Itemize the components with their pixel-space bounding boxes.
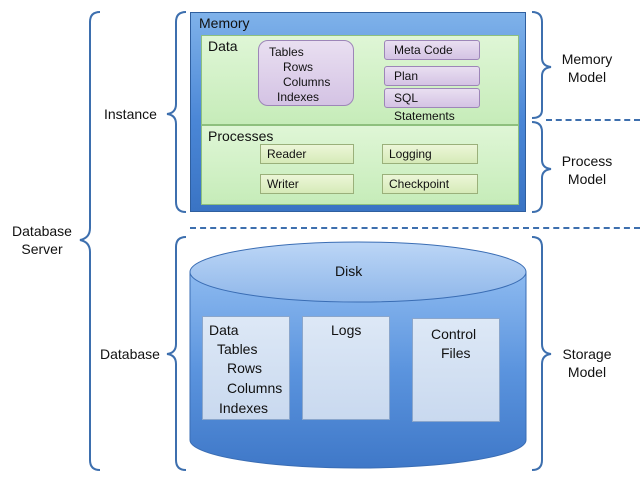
logging-process: Logging xyxy=(382,144,478,164)
processes-panel: Processes Reader Logging Writer Checkpoi… xyxy=(201,125,519,205)
storage-model-line1: Storage xyxy=(562,346,612,362)
disk-data-title: Data xyxy=(209,322,239,338)
disk-data-rows: Rows xyxy=(227,360,263,376)
reader-process: Reader xyxy=(260,144,354,164)
storage-model-line2: Model xyxy=(567,364,607,380)
database-server-label: Database Server xyxy=(4,222,80,258)
memory-model-label: Memory Model xyxy=(552,50,622,86)
memory-block: Memory Data Tables Rows Columns Indexes … xyxy=(190,12,526,212)
memory-data-title: Data xyxy=(208,38,238,54)
database-server-line1: Database xyxy=(12,223,72,239)
structure-columns: Columns xyxy=(283,75,331,89)
disk-data-tables: Tables xyxy=(217,341,258,357)
memory-model-brace xyxy=(531,11,552,119)
disk-control-files-box: Control Files xyxy=(412,318,500,422)
plan-item: Plan xyxy=(384,66,480,86)
memory-model-line2: Model xyxy=(567,69,607,85)
memory-title: Memory xyxy=(199,15,250,31)
control-files-line2: Files xyxy=(441,345,471,361)
process-model-line2: Model xyxy=(567,171,607,187)
disk-title: Disk xyxy=(335,263,363,279)
control-files-line1: Control xyxy=(431,326,477,342)
instance-database-divider xyxy=(190,227,640,229)
process-model-line1: Process xyxy=(561,153,613,169)
instance-brace xyxy=(166,11,187,213)
database-server-line2: Server xyxy=(21,241,63,257)
checkpoint-process: Checkpoint xyxy=(382,174,478,194)
memory-data-panel: Data Tables Rows Columns Indexes Meta Co… xyxy=(201,35,519,125)
disk-data-indexes: Indexes xyxy=(219,400,269,416)
meta-code-item: Meta Code xyxy=(384,40,480,60)
instance-label: Instance xyxy=(104,106,157,122)
structure-indexes: Indexes xyxy=(277,90,320,104)
database-server-brace xyxy=(79,11,101,471)
storage-model-label: Storage Model xyxy=(552,345,622,381)
disk-data-columns: Columns xyxy=(227,380,283,396)
memory-process-divider xyxy=(546,119,640,121)
structure-tables: Tables xyxy=(269,45,304,59)
writer-process: Writer xyxy=(260,174,354,194)
process-model-brace xyxy=(531,121,552,213)
memory-model-line1: Memory xyxy=(561,51,613,67)
processes-title: Processes xyxy=(208,128,274,144)
structure-rows: Rows xyxy=(283,60,314,74)
sql-statements-item: SQL Statements xyxy=(384,88,480,123)
database-brace xyxy=(166,236,187,471)
data-structure-box: Tables Rows Columns Indexes xyxy=(258,40,354,106)
disk-logs-box: Logs xyxy=(302,316,390,420)
process-model-label: Process Model xyxy=(552,152,622,188)
storage-model-brace xyxy=(531,236,552,471)
database-label: Database xyxy=(100,346,160,362)
disk-logs-label: Logs xyxy=(331,322,362,338)
disk-data-box: Data Tables Rows Columns Indexes xyxy=(202,316,290,420)
